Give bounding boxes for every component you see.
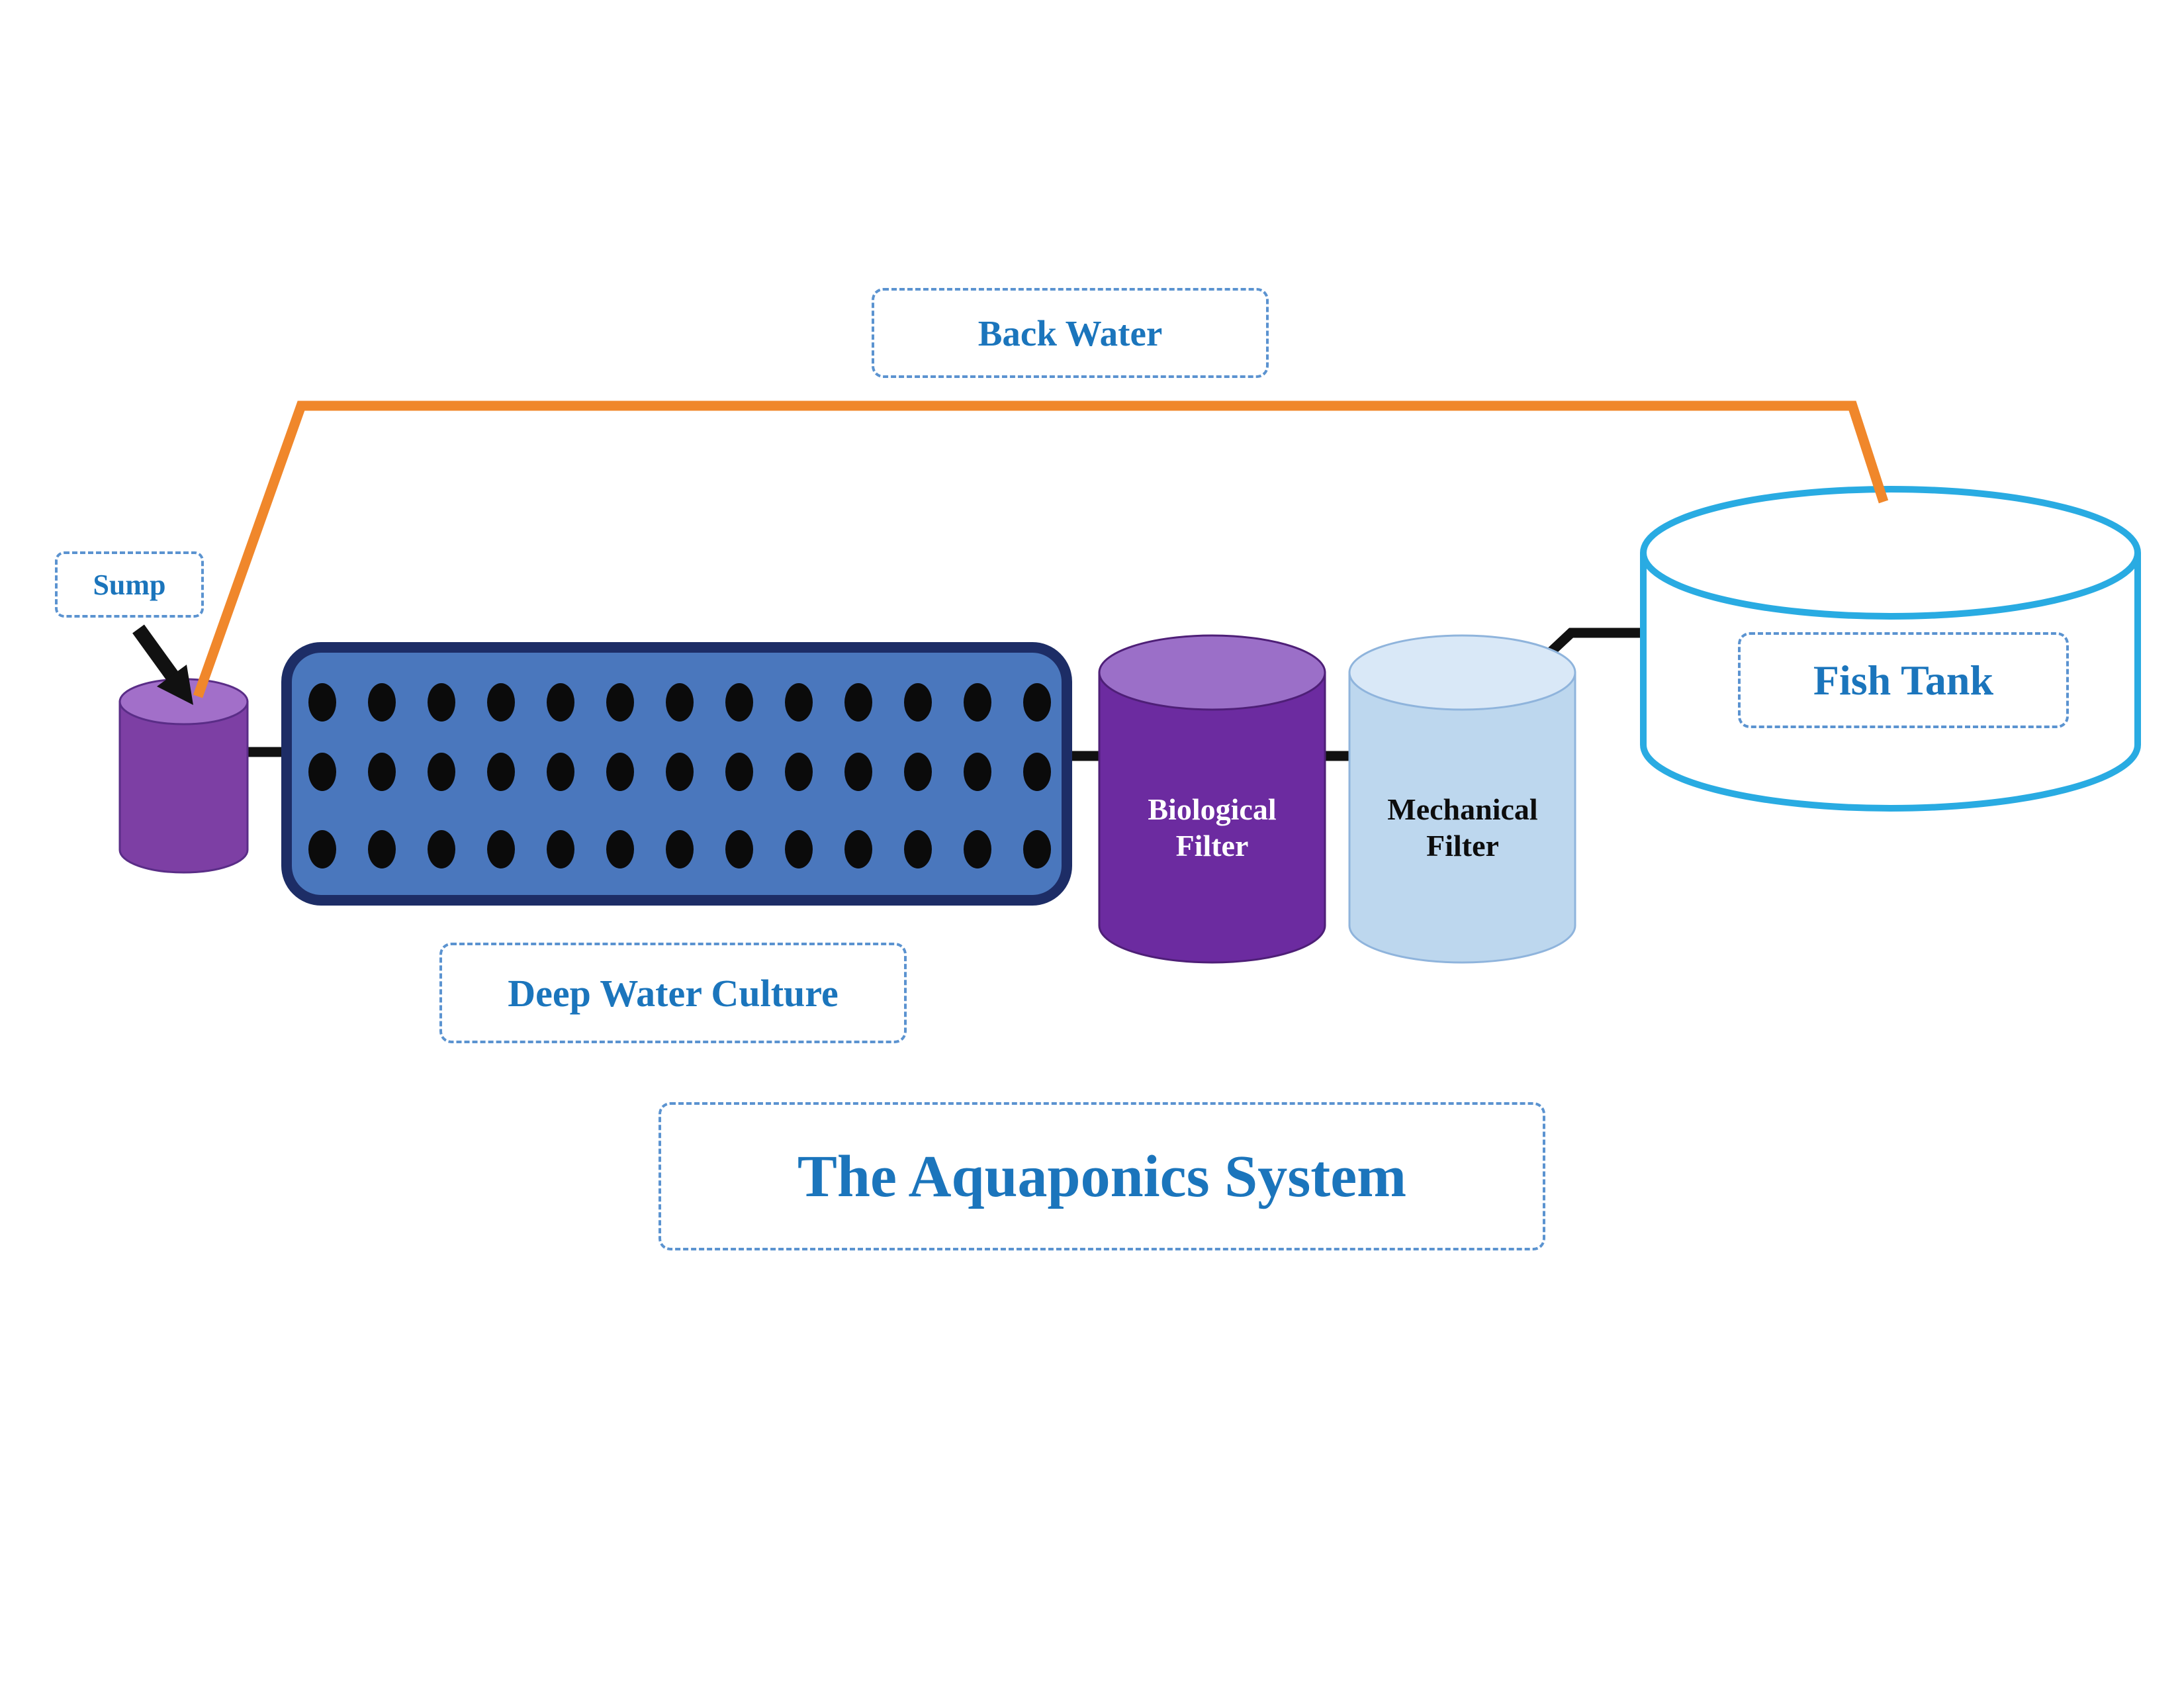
raft-hole bbox=[368, 830, 396, 868]
sump-arrow-shaft bbox=[132, 624, 179, 681]
raft-hole bbox=[844, 683, 872, 722]
mechanical-filter-text: Mechanical Filter bbox=[1387, 792, 1538, 863]
sump-arrow bbox=[132, 624, 193, 705]
raft-hole bbox=[785, 683, 813, 722]
raft-hole bbox=[428, 683, 455, 722]
raft-hole bbox=[785, 830, 813, 868]
back-water-label-text: Back Water bbox=[978, 312, 1163, 353]
raft-hole bbox=[725, 753, 753, 791]
raft-hole bbox=[547, 753, 574, 791]
mechanical-filter-body bbox=[1348, 671, 1576, 964]
mechanical-filter-cylinder bbox=[1348, 634, 1576, 964]
fish-tank-label-text: Fish Tank bbox=[1813, 656, 1994, 704]
sump-arrow-head bbox=[157, 665, 193, 705]
sump-label-text: Sump bbox=[93, 568, 166, 601]
raft-hole bbox=[904, 753, 932, 791]
diagram-title-text: The Aquaponics System bbox=[797, 1143, 1407, 1209]
sump-body bbox=[118, 700, 249, 874]
raft-hole bbox=[308, 683, 336, 722]
raft-hole bbox=[1023, 830, 1051, 868]
raft-hole bbox=[844, 830, 872, 868]
fish-tank-label: Fish Tank bbox=[1738, 632, 2069, 728]
fish-tank-body bbox=[1640, 553, 2141, 812]
raft-hole bbox=[666, 683, 694, 722]
deep-water-culture-label-text: Deep Water Culture bbox=[508, 971, 839, 1015]
raft-hole bbox=[666, 753, 694, 791]
raft-hole bbox=[785, 753, 813, 791]
raft-hole bbox=[725, 830, 753, 868]
fish-tank-cylinder bbox=[1640, 486, 2141, 812]
biological-filter-text: Biological Filter bbox=[1148, 792, 1277, 863]
biological-filter-top bbox=[1098, 634, 1326, 711]
raft-hole bbox=[487, 683, 515, 722]
raft-hole bbox=[606, 753, 634, 791]
raft-hole bbox=[487, 753, 515, 791]
fish-tank-top bbox=[1640, 486, 2141, 620]
raft-hole bbox=[1023, 753, 1051, 791]
raft-holes bbox=[308, 683, 1051, 868]
raft-hole bbox=[1023, 683, 1051, 722]
raft-hole bbox=[964, 753, 991, 791]
sump-cylinder bbox=[118, 678, 249, 874]
raft-hole bbox=[308, 830, 336, 868]
raft-hole bbox=[547, 830, 574, 868]
raft-hole bbox=[606, 830, 634, 868]
raft-hole bbox=[428, 830, 455, 868]
raft-hole bbox=[428, 753, 455, 791]
biological-filter-body bbox=[1098, 671, 1326, 964]
back-water-label: Back Water bbox=[872, 288, 1269, 378]
diagram-title: The Aquaponics System bbox=[659, 1102, 1545, 1250]
raft-hole bbox=[844, 753, 872, 791]
back-water-pipe bbox=[193, 400, 1889, 698]
sump-label: Sump bbox=[55, 551, 204, 618]
raft-hole bbox=[606, 683, 634, 722]
raft-hole bbox=[964, 683, 991, 722]
biological-filter-cylinder bbox=[1098, 634, 1326, 964]
raft-hole bbox=[547, 683, 574, 722]
raft-hole bbox=[487, 830, 515, 868]
raft-hole bbox=[368, 753, 396, 791]
raft-hole bbox=[725, 683, 753, 722]
raft-hole bbox=[308, 753, 336, 791]
raft-hole bbox=[964, 830, 991, 868]
raft-hole bbox=[666, 830, 694, 868]
deep-water-culture-label: Deep Water Culture bbox=[439, 943, 907, 1043]
mechanical-filter-top bbox=[1348, 634, 1576, 711]
raft-hole bbox=[368, 683, 396, 722]
raft-hole bbox=[904, 683, 932, 722]
raft-hole bbox=[904, 830, 932, 868]
